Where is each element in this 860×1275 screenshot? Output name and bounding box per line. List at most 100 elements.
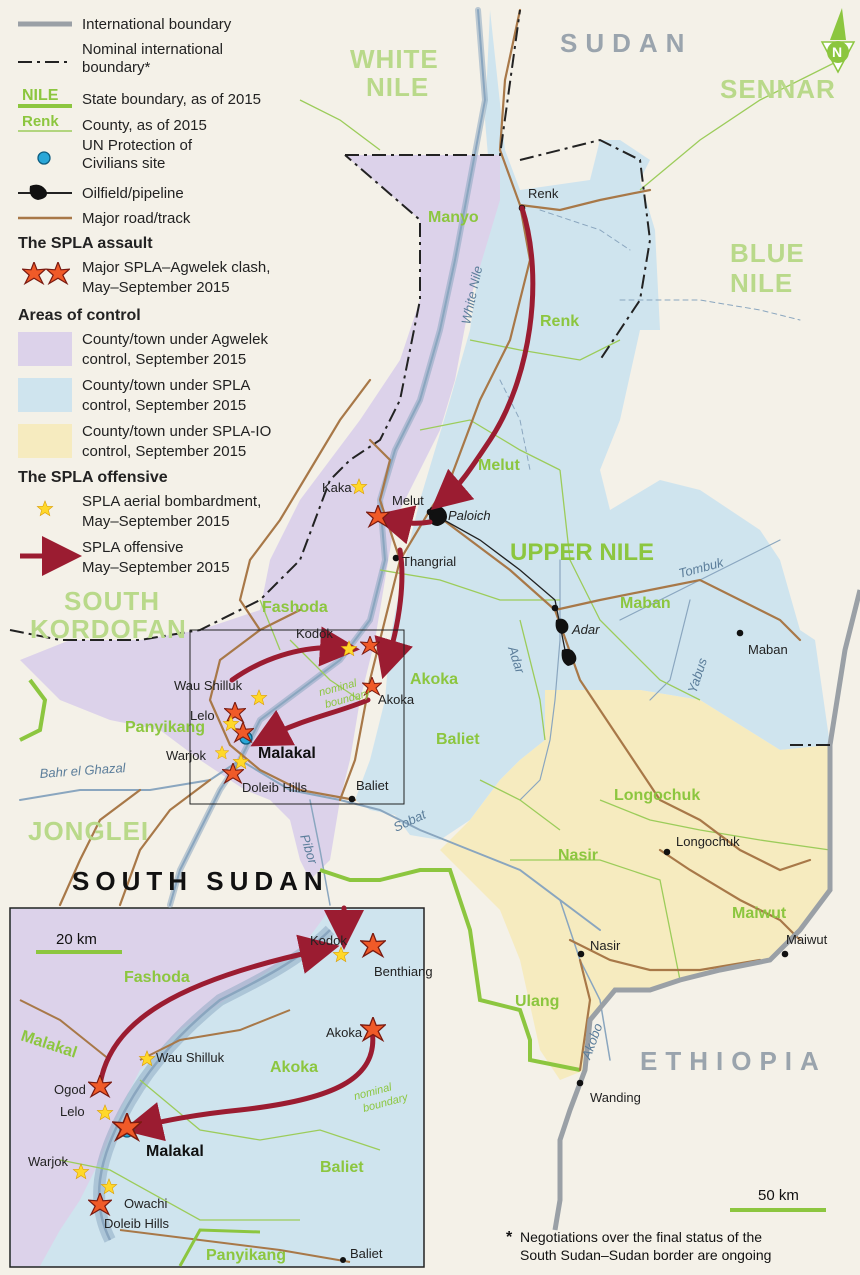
inset-label-owachi: Owachi <box>124 1196 167 1211</box>
legend-state-sample: NILE <box>22 87 59 104</box>
label-blue-nile-2: NILE <box>730 268 793 298</box>
inset-scale-label: 20 km <box>56 931 97 948</box>
legend-bombard-2: May–September 2015 <box>82 513 230 530</box>
inset-label-doleib-hills: Doleib Hills <box>104 1216 170 1231</box>
inset-label-fashoda: Fashoda <box>124 969 190 986</box>
inset-town-dots <box>340 1257 346 1263</box>
inset-label-kodok: Kodok <box>310 933 347 948</box>
north-arrow-label: N <box>832 44 842 60</box>
legend-international-boundary: International boundary <box>82 16 232 33</box>
inset-extent-box <box>189 629 405 805</box>
label-south-sudan: SOUTH SUDAN <box>72 866 329 896</box>
label-town-paloich: Paloich <box>448 508 491 523</box>
oilfield-adar-icon-2 <box>561 648 577 666</box>
inset-label-lelo: Lelo <box>60 1104 85 1119</box>
inset-label-baliet-county: Baliet <box>320 1159 364 1176</box>
county-lines <box>259 59 841 981</box>
legend-swatch-agwelek <box>18 332 72 366</box>
label-town-nasir: Nasir <box>590 938 621 953</box>
international-boundary <box>552 589 860 1231</box>
legend-offensive-2: May–September 2015 <box>82 559 230 576</box>
inset-label-panyikang: Panyikang <box>206 1247 286 1264</box>
legend-splaio-2: control, September 2015 <box>82 443 246 460</box>
footnote-line-1: Negotiations over the final status of th… <box>520 1229 762 1245</box>
label-sudan: SUDAN <box>560 28 692 58</box>
legend-agwelek-2: control, September 2015 <box>82 351 246 368</box>
legend-oilfield-icon <box>29 184 47 200</box>
label-county-nasir: Nasir <box>558 847 598 864</box>
legend-agwelek-1: County/town under Agwelek <box>82 331 268 348</box>
label-town-malakal: Malakal <box>258 745 316 762</box>
footnote-mark: * <box>506 1229 513 1246</box>
label-town-doleib-hills: Doleib Hills <box>242 780 308 795</box>
roads <box>58 8 812 1072</box>
oilfield-adar-icon <box>555 618 569 634</box>
label-town-maiwut: Maiwut <box>786 932 828 947</box>
label-county-panyikang: Panyikang <box>125 719 205 736</box>
legend-un-poc-icon <box>37 151 51 165</box>
inset-label-akoka-county: Akoka <box>270 1059 318 1076</box>
label-county-akoka: Akoka <box>410 671 458 688</box>
label-county-manyo: Manyo <box>428 209 479 226</box>
inset-arrows <box>97 905 376 1142</box>
legend-county: County, as of 2015 <box>82 117 207 134</box>
inset-features <box>19 925 381 1267</box>
label-town-wanding: Wanding <box>590 1090 641 1105</box>
label-jonglei: JONGLEI <box>28 816 149 846</box>
legend-assault-heading: The SPLA assault <box>18 235 153 252</box>
north-arrow-icon: N <box>820 8 856 74</box>
legend-clash-1: Major SPLA–Agwelek clash, <box>82 259 270 276</box>
footnote-line-2: South Sudan–Sudan border are ongoing <box>520 1247 771 1263</box>
label-town-warjok: Warjok <box>166 748 206 763</box>
label-county-melut: Melut <box>478 457 520 474</box>
label-town-renk: Renk <box>528 186 559 201</box>
legend-un-poc-2: Civilians site <box>82 155 165 172</box>
label-town-melut: Melut <box>392 493 424 508</box>
offensive-arrows <box>229 205 536 747</box>
legend-spla-2: control, September 2015 <box>82 397 246 414</box>
label-county-maiwut: Maiwut <box>732 905 787 922</box>
legend-road: Major road/track <box>82 210 191 227</box>
state-boundaries <box>19 678 581 1072</box>
label-town-wau-shilluk: Wau Shilluk <box>174 678 243 693</box>
label-county-maban: Maban <box>620 595 671 612</box>
label-river-bahr-el-ghazal: Bahr el Ghazal <box>39 760 127 781</box>
legend-county-sample: Renk <box>22 113 59 130</box>
label-blue-nile-1: BLUE <box>730 238 805 268</box>
area-spla-io <box>440 690 830 1080</box>
inset-label-baliet: Baliet <box>350 1246 383 1261</box>
legend-swatch-spla-io <box>18 424 72 458</box>
legend-un-poc-1: UN Protection of <box>82 137 193 154</box>
label-town-akoka: Akoka <box>378 692 415 707</box>
label-town-kaka: Kaka <box>322 480 352 495</box>
label-county-baliet: Baliet <box>436 731 480 748</box>
legend-clash-2: May–September 2015 <box>82 279 230 296</box>
label-town-maban: Maban <box>748 642 788 657</box>
label-county-fashoda: Fashoda <box>262 599 328 616</box>
inset-label-akoka: Akoka <box>326 1025 363 1040</box>
label-ethiopia: ETHIOPIA <box>640 1046 827 1076</box>
inset-label-malakal: Malakal <box>146 1143 204 1160</box>
legend-offensive-1: SPLA offensive <box>82 539 183 556</box>
label-white-nile-2: NILE <box>366 72 429 102</box>
inset-agwelek <box>11 909 330 1266</box>
inset-label-wau-shilluk: Wau Shilluk <box>156 1050 225 1065</box>
label-upper-nile: UPPER NILE <box>510 539 654 566</box>
label-white-nile-1: WHITE <box>350 44 439 74</box>
area-agwelek <box>20 155 500 880</box>
legend-bombard-1: SPLA aerial bombardment, <box>82 493 261 510</box>
legend: International boundary Nominal internati… <box>18 16 271 576</box>
legend-offensive-heading: The SPLA offensive <box>18 469 168 486</box>
legend-nominal-boundary-1: Nominal international <box>82 41 223 58</box>
label-south-kordofan-2: KORDOFAN <box>30 614 187 644</box>
legend-swatch-spla <box>18 378 72 412</box>
label-town-kodok: Kodok <box>296 626 333 641</box>
label-south-kordofan-1: SOUTH <box>64 586 160 616</box>
legend-nominal-boundary-2: boundary* <box>82 59 151 76</box>
inset-label-benthiang: Benthiang <box>374 964 433 979</box>
legend-control-heading: Areas of control <box>18 307 141 324</box>
area-spla <box>355 10 830 840</box>
label-town-longochuk: Longochuk <box>676 834 740 849</box>
legend-splaio-1: County/town under SPLA-IO <box>82 423 271 440</box>
